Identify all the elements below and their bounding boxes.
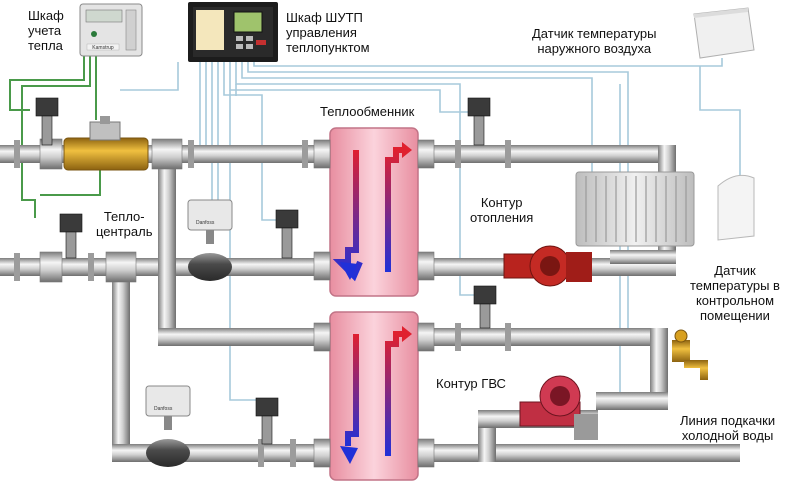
heat-meter-device (79, 3, 143, 57)
label-line: Контур (480, 195, 523, 210)
outdoor-sensor-label: Датчик температуры наружного воздуха (532, 26, 656, 56)
hot-water-circuit-label: Контур ГВС (436, 376, 506, 391)
heating-plant-label: Тепло- централь (96, 209, 152, 239)
temp-sensor (275, 209, 299, 259)
control-cabinet-device (188, 2, 278, 62)
temp-sensor (35, 97, 59, 146)
room-sensor-device (717, 174, 755, 241)
room-sensor-label: Датчик температуры в контрольном помещен… (690, 263, 780, 323)
temp-sensor (467, 97, 491, 146)
valve-brand-text-lower: Danfoss (154, 406, 173, 412)
cold-water-tap (672, 329, 708, 380)
hot-water-pump (519, 375, 598, 440)
temp-sensor (59, 213, 83, 259)
meter-wires (9, 55, 101, 218)
control-valve-lower (145, 385, 191, 467)
heating-pump (503, 245, 592, 287)
heating-circuit-label: Контур отопления (470, 195, 533, 225)
heat-exchanger-lower (313, 311, 435, 481)
label-line: температуры в (690, 278, 780, 293)
label-line: Шкаф ШУТП (286, 10, 363, 25)
temp-sensor (255, 397, 279, 445)
meter-brand-text: Kamstrup (92, 45, 114, 51)
label-line: Тепло- (103, 209, 145, 224)
heat-meter-cabinet-label: Шкаф учета тепла (28, 8, 64, 53)
label-line: холодной воды (681, 428, 774, 443)
label-line: отопления (470, 210, 534, 225)
radiator (575, 171, 695, 247)
label-line: учета (28, 23, 62, 38)
flow-meter (63, 116, 149, 171)
label-line: Линия подкачки (680, 413, 776, 428)
label-line: Шкаф (28, 8, 64, 23)
cold-water-line-label: Линия подкачки холодной воды (680, 413, 775, 443)
control-cabinet-label: Шкаф ШУТП управления теплопунктом (286, 10, 370, 55)
heat-exchanger-label: Теплообменник (320, 104, 415, 119)
valve-brand-text-upper: Danfoss (196, 220, 215, 226)
heat-exchanger-upper (313, 127, 435, 297)
label-line: помещении (700, 308, 770, 323)
label-line: управления (286, 25, 357, 40)
temp-sensor (473, 285, 497, 329)
label-line: контрольном (695, 293, 775, 308)
control-valve-upper (187, 199, 233, 281)
label-line: Датчик (714, 263, 756, 278)
label-line: централь (96, 224, 153, 239)
label-line: теплопунктом (286, 40, 370, 55)
label-line: наружного воздуха (537, 41, 652, 56)
label-line: тепла (28, 38, 63, 53)
temperature-sensors (35, 97, 497, 445)
outdoor-sensor-device (693, 7, 755, 59)
label-line: Датчик температуры (532, 26, 657, 41)
